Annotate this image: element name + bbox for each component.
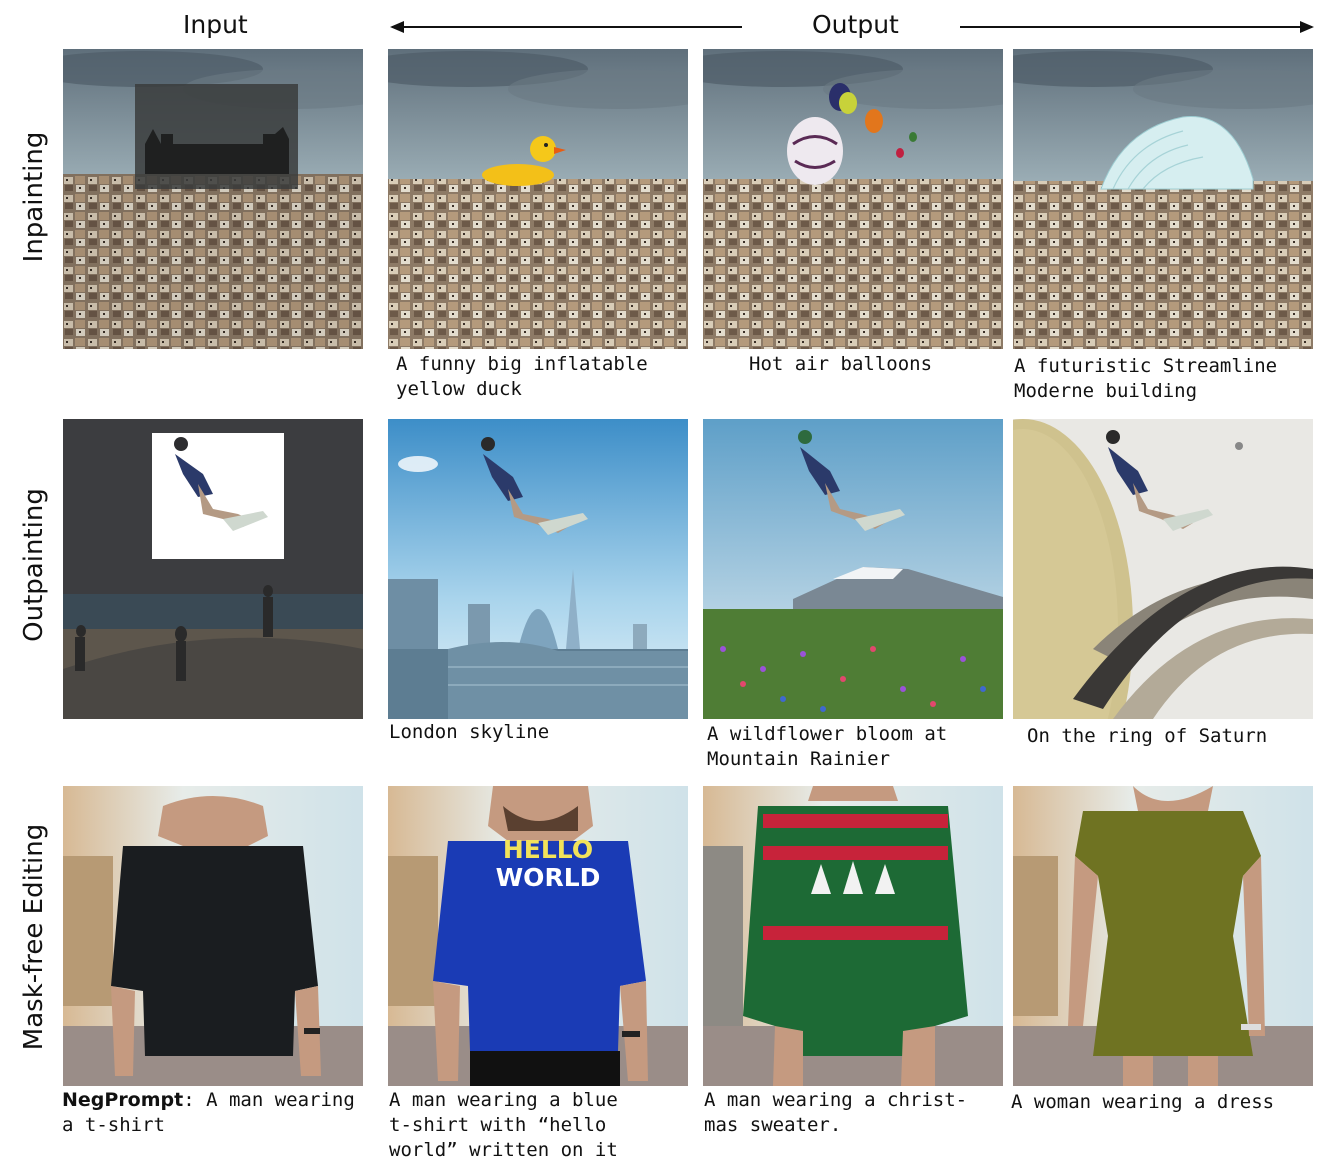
caption-inpaint-balloons: Hot air balloons [749,353,933,375]
outpainting-input-image [63,419,363,719]
caption-maskfree-sweater-line1: A man wearing a christ- [704,1089,968,1111]
caption-outpaint-saturn: On the ring of Saturn [1027,725,1268,747]
inpainting-output-duck-image [388,49,688,349]
caption-maskfree-input-line2: a t-shirt [62,1114,165,1136]
caption-inpaint-duck-line2: yellow duck [396,378,522,400]
row-label-mask-free-editing: Mask-free Editing [19,823,49,1051]
shirt-text-hello: HELLO [502,835,594,864]
caption-maskfree-hello-line3: world” written on it [389,1139,618,1161]
outpainting-output-wildflower-image [703,419,1003,719]
caption-outpaint-wildflower-line1: A wildflower bloom at [707,723,948,745]
output-header: Output [812,10,899,39]
caption-inpaint-building-line1: A futuristic Streamline [1014,355,1278,377]
maskfree-output-hello-world-image: HELLO WORLD [388,786,688,1086]
outpainting-output-london-image [388,419,688,719]
inpainting-output-building-image [1013,49,1313,349]
caption-outpaint-wildflower-line2: Mountain Rainier [707,748,891,770]
caption-inpaint-building-line2: Moderne building [1014,380,1198,402]
maskfree-output-sweater-image [703,786,1003,1086]
negprompt-label: NegPrompt [62,1089,184,1111]
caption-maskfree-hello-line2: t-shirt with “hello [389,1114,607,1136]
maskfree-input-image [63,786,363,1086]
row-label-inpainting: Inpainting [19,131,49,263]
caption-maskfree-sweater-line2: mas sweater. [704,1114,842,1136]
caption-maskfree-hello-line1: A man wearing a blue [389,1089,618,1111]
maskfree-output-dress-image [1013,786,1313,1086]
outpainting-output-saturn-image [1013,419,1313,719]
right-arrow [960,21,1314,33]
left-arrow [390,21,742,33]
negprompt-text: : A man wearing [183,1089,355,1111]
caption-inpaint-duck-line1: A funny big inflatable [396,353,648,375]
caption-outpaint-london: London skyline [389,721,550,743]
shirt-text-world: WORLD [495,863,601,892]
inpainting-output-balloons-image [703,49,1003,349]
inpainting-input-image [63,49,363,349]
row-label-outpainting: Outpainting [19,488,49,642]
input-header: Input [183,10,248,39]
caption-maskfree-dress: A woman wearing a dress [1011,1091,1275,1113]
caption-maskfree-input-line1: NegPrompt: A man wearing [62,1088,355,1113]
